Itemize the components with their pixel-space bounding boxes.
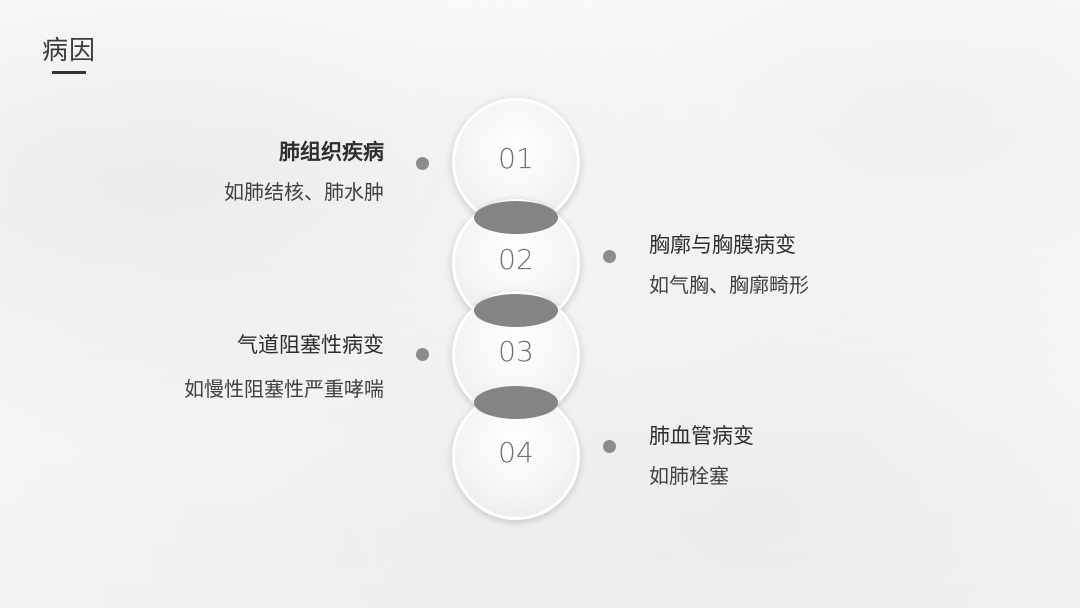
cause-title: 气道阻塞性病变 [237, 333, 384, 357]
cause-title: 肺组织疾病 [279, 140, 384, 164]
step-number: 02 [498, 243, 534, 276]
bullet-dot [416, 157, 429, 170]
step-number: 03 [498, 335, 534, 368]
circle-overlap-shape [474, 386, 558, 419]
cause-item-04: 肺血管病变 如肺栓塞 [649, 420, 754, 489]
cause-title: 肺血管病变 [649, 424, 754, 448]
page-title: 病因 [42, 36, 97, 66]
cause-description: 如慢性阻塞性严重哮喘 [184, 377, 384, 401]
title-underline [52, 71, 86, 74]
bullet-dot [416, 348, 429, 361]
step-circle-04: 04 [452, 392, 580, 520]
step-number: 01 [498, 142, 534, 175]
cause-description: 如肺栓塞 [649, 464, 729, 488]
circle-overlap-shape [474, 201, 558, 234]
cause-description: 如气胸、胸廓畸形 [649, 273, 809, 297]
cause-item-02: 胸廓与胸膜病变 如气胸、胸廓畸形 [649, 229, 809, 298]
cause-description: 如肺结核、肺水肿 [224, 180, 384, 204]
cause-item-01: 肺组织疾病 如肺结核、肺水肿 [224, 136, 384, 205]
cause-item-03: 气道阻塞性病变 如慢性阻塞性严重哮喘 [184, 329, 384, 402]
circle-overlap-shape [474, 294, 558, 327]
bullet-dot [603, 440, 616, 453]
bullet-dot [603, 250, 616, 263]
cause-title: 胸廓与胸膜病变 [649, 233, 796, 257]
step-number: 04 [498, 436, 534, 469]
